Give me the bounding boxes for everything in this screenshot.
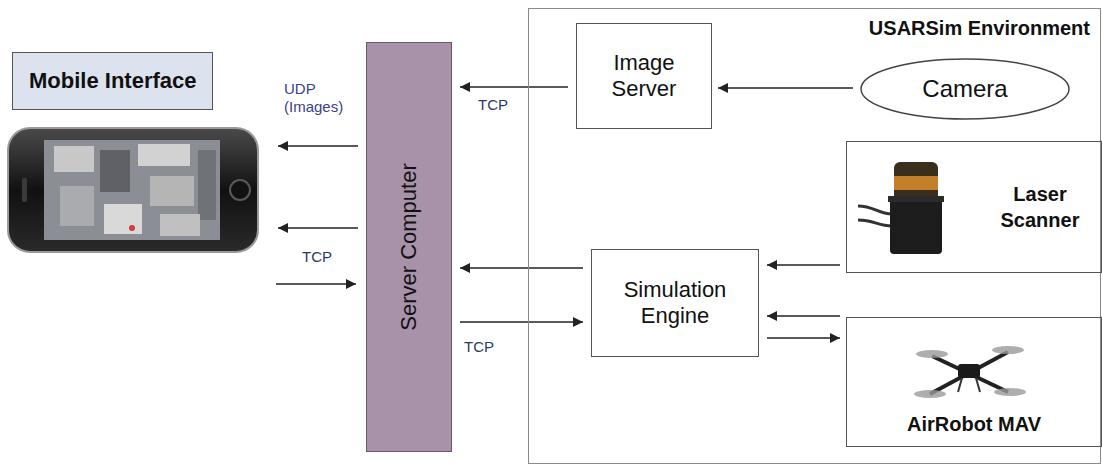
- map-building: [100, 150, 130, 192]
- arrow-connector: [278, 145, 358, 147]
- process-box: Image Server: [576, 23, 712, 129]
- ellipse-shape: [861, 59, 1069, 119]
- server-band: Server Computer: [366, 42, 452, 452]
- sensor-ellipse: Camera: [859, 57, 1071, 121]
- environment-frame: USARSim EnvironmentImage Server CameraLas…: [528, 8, 1101, 464]
- scanner-cable: [858, 206, 892, 214]
- map-building: [150, 176, 194, 206]
- arrow-connector: [767, 337, 840, 339]
- interface-box: Mobile Interface: [10, 52, 272, 292]
- map-building: [54, 146, 94, 172]
- protocol-label: UDP (Images): [282, 80, 358, 116]
- scanner-cable: [858, 220, 892, 226]
- map-building: [60, 186, 94, 226]
- node-label: Laser Scanner: [995, 181, 1085, 233]
- arrow-connector: [718, 87, 853, 89]
- sensor-box: Laser Scanner: [846, 141, 1102, 273]
- node-label: USARSim Environment: [869, 17, 1090, 40]
- arrow-connector: [767, 315, 840, 317]
- node-label: Mobile Interface: [12, 52, 213, 110]
- map-building: [198, 150, 216, 220]
- scanner-collar: [888, 196, 944, 202]
- phone-speaker: [22, 178, 27, 202]
- drone-rotor: [992, 346, 1024, 354]
- map-building: [104, 204, 142, 234]
- drone-body: [958, 364, 980, 378]
- node-label: Simulation Engine: [600, 277, 750, 330]
- node-label: Image Server: [585, 50, 703, 103]
- protocol-label: TCP: [300, 248, 334, 266]
- mav-illustration: [914, 346, 1026, 398]
- map-marker: [129, 225, 135, 231]
- phone-illustration: [8, 128, 258, 252]
- node-label: Server Computer: [396, 163, 422, 331]
- phone-home-button: [230, 180, 250, 200]
- process-box: Simulation Engine: [591, 249, 759, 357]
- drone-rotor: [914, 390, 946, 398]
- map-building: [160, 214, 200, 236]
- arrow-connector: [460, 86, 568, 88]
- arrow-connector: [460, 267, 583, 269]
- phone-body: [8, 128, 258, 252]
- protocol-label: TCP: [476, 96, 510, 114]
- drone-arm: [930, 352, 1008, 394]
- arrow-connector: [767, 264, 840, 266]
- laser-scanner-illustration: [858, 162, 944, 254]
- phone-screen: [44, 140, 220, 240]
- node-label: Camera: [922, 75, 1007, 103]
- protocol-label: TCP: [462, 338, 496, 356]
- arrow-connector: [460, 321, 583, 323]
- vehicle-box: AirRobot MAV: [846, 317, 1102, 447]
- drone-rotor: [916, 350, 948, 358]
- arrow-connector: [276, 283, 356, 285]
- drone-leg: [958, 378, 962, 392]
- map-building: [138, 144, 190, 166]
- node-label: AirRobot MAV: [907, 413, 1041, 436]
- scanner-body: [890, 198, 942, 254]
- arrow-connector: [278, 227, 358, 229]
- drone-rotor: [994, 388, 1026, 396]
- drone-leg: [976, 378, 980, 392]
- scanner-window: [894, 176, 938, 190]
